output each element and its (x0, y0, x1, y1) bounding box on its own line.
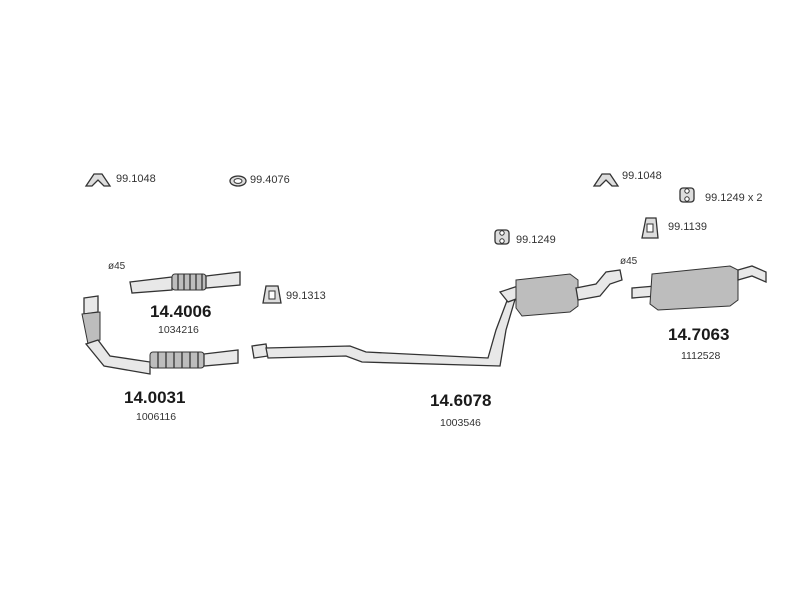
hardware-code: 99.1048 (622, 170, 662, 182)
middle-muffler-part-14-6078 (251, 269, 623, 367)
clamp-icon (84, 173, 112, 187)
part-reference: 1034216 (158, 324, 199, 336)
rubber-hanger-icon (679, 187, 695, 203)
flex-pipe-part-14-4006 (129, 271, 241, 294)
hardware-code: 99.1249 (516, 234, 556, 246)
rubber-mount-icon (641, 217, 659, 239)
clamp-icon (592, 173, 620, 187)
part-reference: 1003546 (440, 417, 481, 429)
part-reference: 1112528 (681, 350, 721, 362)
front-pipe-part-14-0031 (81, 295, 239, 375)
hardware-code: 99.1249 x 2 (705, 192, 763, 204)
rear-silencer-part-14-7063 (631, 265, 767, 311)
hardware-code: 99.1048 (116, 173, 156, 185)
rubber-hanger-icon (494, 229, 510, 245)
hardware-code: 99.1139 (668, 221, 707, 233)
rubber-mount-icon (262, 285, 282, 304)
pipe-diameter-label: ø45 (620, 256, 638, 267)
gasket-ring-icon (229, 175, 247, 187)
part-reference: 1006116 (136, 411, 177, 423)
hardware-code: 99.1313 (286, 290, 326, 302)
part-number: 14.4006 (150, 302, 212, 321)
part-number: 14.7063 (668, 325, 730, 344)
hardware-code: 99.4076 (250, 174, 290, 186)
part-number: 14.6078 (430, 391, 492, 410)
pipe-diameter-label: ø45 (108, 261, 126, 272)
part-number: 14.0031 (124, 388, 186, 407)
